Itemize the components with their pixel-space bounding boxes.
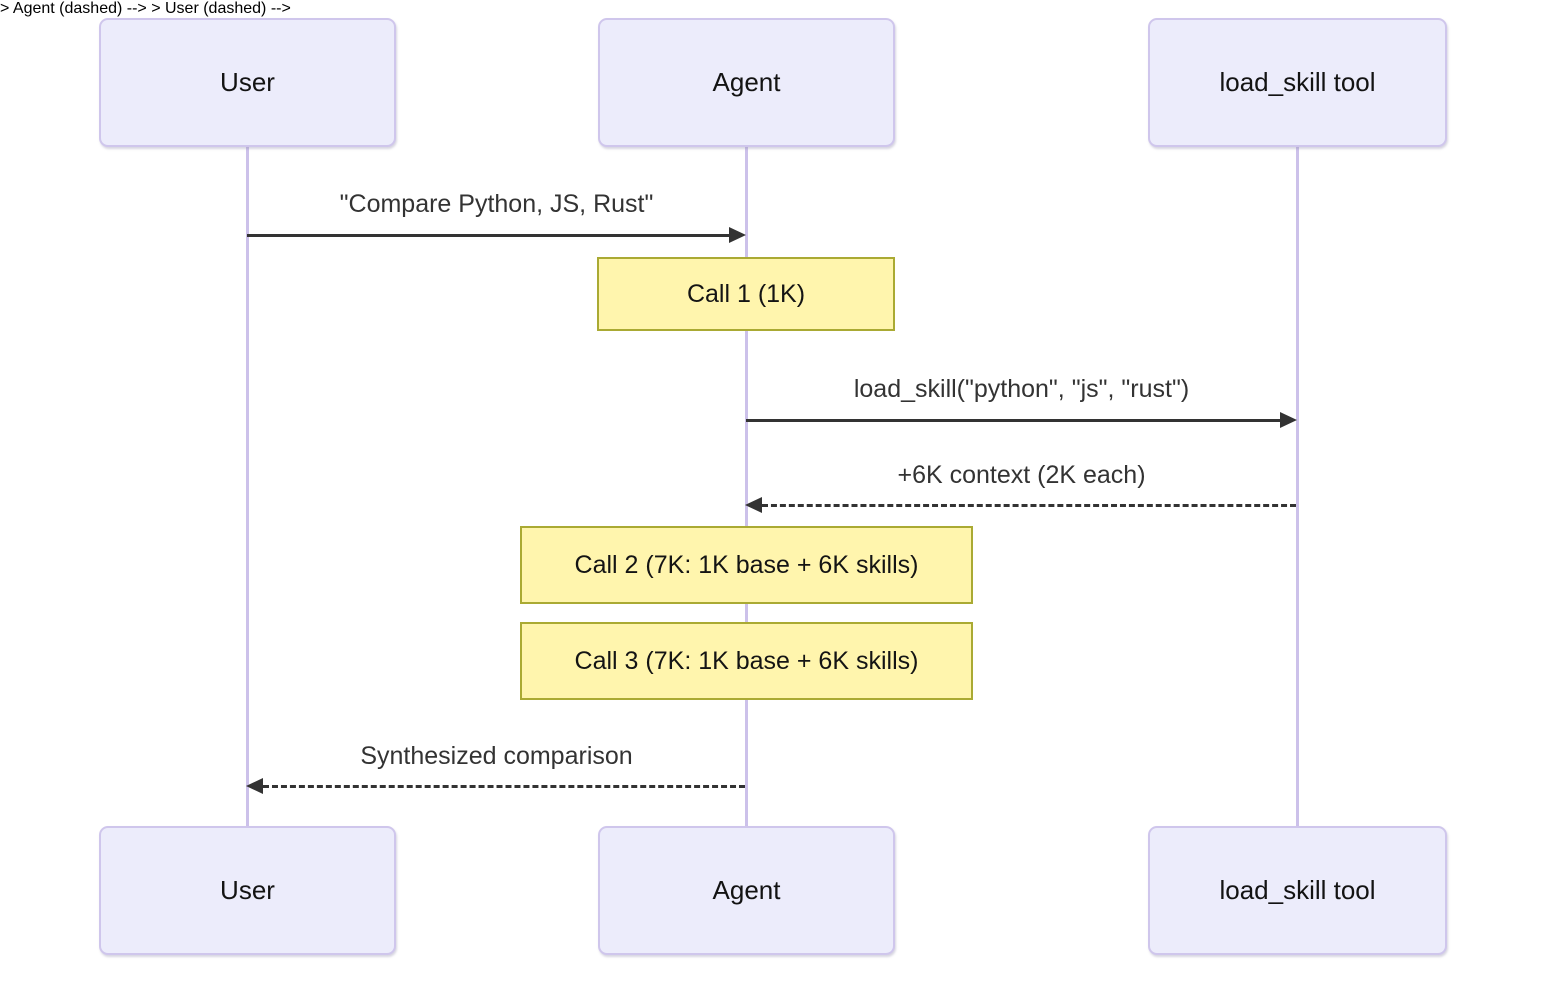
- note-call-3: Call 3 (7K: 1K base + 6K skills): [520, 622, 973, 700]
- actor-agent-label: Agent: [712, 67, 781, 97]
- note-call-1: Call 1 (1K): [597, 257, 895, 331]
- actor-user-label: User: [220, 67, 275, 97]
- actor-tool-label: load_skill tool: [1219, 67, 1376, 97]
- arrowhead-left-icon: [246, 778, 263, 794]
- lifeline-agent: [745, 147, 748, 827]
- arrowhead-right-icon: [1280, 412, 1297, 428]
- actor-user-top: User: [99, 18, 396, 147]
- note-call-3-label: Call 3 (7K: 1K base + 6K skills): [574, 646, 919, 675]
- actor-user-bottom: User: [99, 826, 396, 955]
- note-call-2-label: Call 2 (7K: 1K base + 6K skills): [574, 550, 919, 579]
- message-4-label: Synthesized comparison: [360, 742, 633, 770]
- actor-agent-bottom: Agent: [598, 826, 895, 955]
- note-call-1-label: Call 1 (1K): [686, 279, 806, 308]
- message-2-label: load_skill("python", "js", "rust"): [853, 375, 1190, 403]
- message-3-line: [762, 504, 1296, 507]
- actor-user-label: User: [220, 875, 275, 905]
- note-call-2: Call 2 (7K: 1K base + 6K skills): [520, 526, 973, 604]
- message-1-label: "Compare Python, JS, Rust": [339, 190, 654, 218]
- lifeline-tool: [1296, 147, 1299, 827]
- arrowhead-left-icon: [745, 497, 762, 513]
- arrowhead-right-icon: [729, 227, 746, 243]
- message-1-line: [247, 234, 730, 237]
- actor-agent-label: Agent: [712, 875, 781, 905]
- message-2-line: [746, 419, 1281, 422]
- actor-agent-top: Agent: [598, 18, 895, 147]
- message-3-label: +6K context (2K each): [897, 461, 1146, 489]
- actor-tool-bottom: load_skill tool: [1148, 826, 1447, 955]
- lifeline-user: [246, 147, 249, 827]
- message-4-line: [263, 785, 745, 788]
- actor-tool-top: load_skill tool: [1148, 18, 1447, 147]
- actor-tool-label: load_skill tool: [1219, 875, 1376, 905]
